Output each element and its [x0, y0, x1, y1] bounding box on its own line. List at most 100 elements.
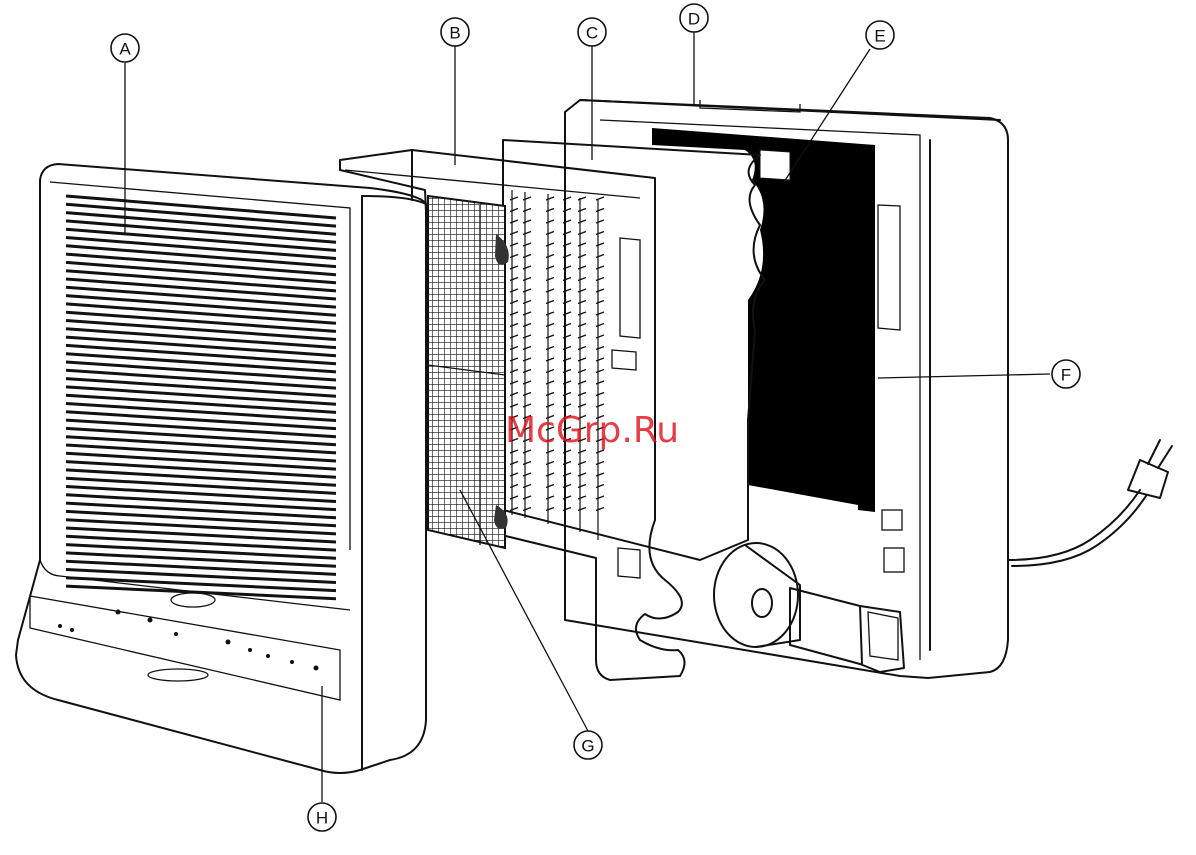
- fin-tick: [546, 301, 554, 304]
- fin-tick: [523, 197, 531, 200]
- fin-tick: [510, 473, 518, 476]
- fin-tick: [546, 473, 554, 476]
- callout-e: E: [866, 21, 894, 49]
- fin-tick: [546, 381, 554, 384]
- callout-b: B: [441, 18, 469, 46]
- grille-slat: [66, 478, 336, 493]
- grille-slat: [66, 437, 336, 453]
- fin-tick: [596, 370, 604, 373]
- svg-text:C: C: [586, 24, 598, 43]
- fin-tick: [596, 393, 604, 396]
- fin-tick: [523, 358, 531, 361]
- humidifier-filter: [652, 128, 875, 512]
- fin-tick: [596, 508, 604, 511]
- grille-slat: [66, 379, 336, 397]
- fin-tick: [578, 404, 586, 407]
- svg-text:D: D: [688, 10, 700, 29]
- fin-tick: [578, 381, 586, 384]
- fin-tick: [510, 358, 518, 361]
- fin-tick: [546, 393, 554, 396]
- grille-slat: [66, 337, 336, 356]
- fin-tick: [546, 404, 554, 407]
- fin-tick: [596, 243, 604, 246]
- grille-slat: [66, 329, 336, 348]
- fin-tick: [596, 462, 604, 465]
- fin-tick: [596, 220, 604, 223]
- fin-tick: [596, 278, 604, 281]
- grille-slat: [66, 412, 336, 429]
- fin-tick: [578, 209, 586, 212]
- grille-slat: [66, 511, 336, 525]
- grille-slat: [66, 362, 336, 380]
- svg-text:F: F: [1061, 366, 1071, 385]
- fin-tick: [596, 485, 604, 488]
- svg-text:A: A: [119, 40, 131, 59]
- fin-tick: [578, 496, 586, 499]
- fin-tick: [546, 485, 554, 488]
- fin-tick: [510, 370, 518, 373]
- grille-slat: [66, 370, 336, 388]
- fin-tick: [578, 370, 586, 373]
- callout-h: H: [308, 803, 336, 831]
- svg-text:B: B: [449, 24, 460, 43]
- fin-tick: [510, 289, 518, 292]
- fin-tick: [510, 496, 518, 499]
- callout-c: C: [578, 18, 606, 46]
- fin-tick: [596, 312, 604, 315]
- fin-tick: [523, 289, 531, 292]
- fin-tick: [510, 335, 518, 338]
- fin-tick: [546, 243, 554, 246]
- fin-tick: [596, 496, 604, 499]
- callout-g: G: [574, 731, 602, 759]
- fin-tick: [578, 232, 586, 235]
- fin-tick: [546, 209, 554, 212]
- callout-a: A: [111, 34, 139, 62]
- fin-tick: [546, 358, 554, 361]
- fin-tick: [596, 335, 604, 338]
- fin-tick: [510, 508, 518, 511]
- fin-tick: [523, 335, 531, 338]
- fin-tick: [523, 266, 531, 269]
- fin-tick: [596, 347, 604, 350]
- fin-tick: [546, 278, 554, 281]
- watermark-text: McGrp.Ru: [505, 410, 679, 451]
- fin-tick: [510, 209, 518, 212]
- grille-slat: [66, 345, 336, 363]
- fin-tick: [523, 381, 531, 384]
- fin-tick: [523, 370, 531, 373]
- filter-sheet: [503, 140, 765, 560]
- fin-tick: [578, 473, 586, 476]
- fin-tick: [578, 289, 586, 292]
- fin-tick: [578, 324, 586, 327]
- fin-tick: [546, 232, 554, 235]
- fin-tick: [510, 197, 518, 200]
- fin-tick: [510, 232, 518, 235]
- fin-tick: [510, 243, 518, 246]
- fin-tick: [546, 197, 554, 200]
- fin-tick: [510, 266, 518, 269]
- grille-slat: [66, 453, 336, 469]
- fin-tick: [596, 255, 604, 258]
- fin-tick: [523, 496, 531, 499]
- fin-tick: [596, 381, 604, 384]
- grille-slat: [66, 387, 336, 404]
- fin-tick: [523, 485, 531, 488]
- fin-tick: [596, 209, 604, 212]
- fin-tick: [596, 266, 604, 269]
- grille-slat: [66, 428, 336, 444]
- fin-tick: [510, 312, 518, 315]
- fin-tick: [523, 301, 531, 304]
- fin-tick: [510, 404, 518, 407]
- fin-tick: [546, 324, 554, 327]
- fin-tick: [523, 243, 531, 246]
- fin-tick: [596, 301, 604, 304]
- fin-tick: [546, 335, 554, 338]
- callout-d: D: [680, 4, 708, 32]
- fin-tick: [596, 404, 604, 407]
- fin-tick: [510, 393, 518, 396]
- mesh-prefilter: [428, 196, 509, 548]
- fin-tick: [523, 255, 531, 258]
- grille-slat: [66, 495, 336, 510]
- svg-text:E: E: [874, 27, 885, 46]
- fin-tick: [596, 324, 604, 327]
